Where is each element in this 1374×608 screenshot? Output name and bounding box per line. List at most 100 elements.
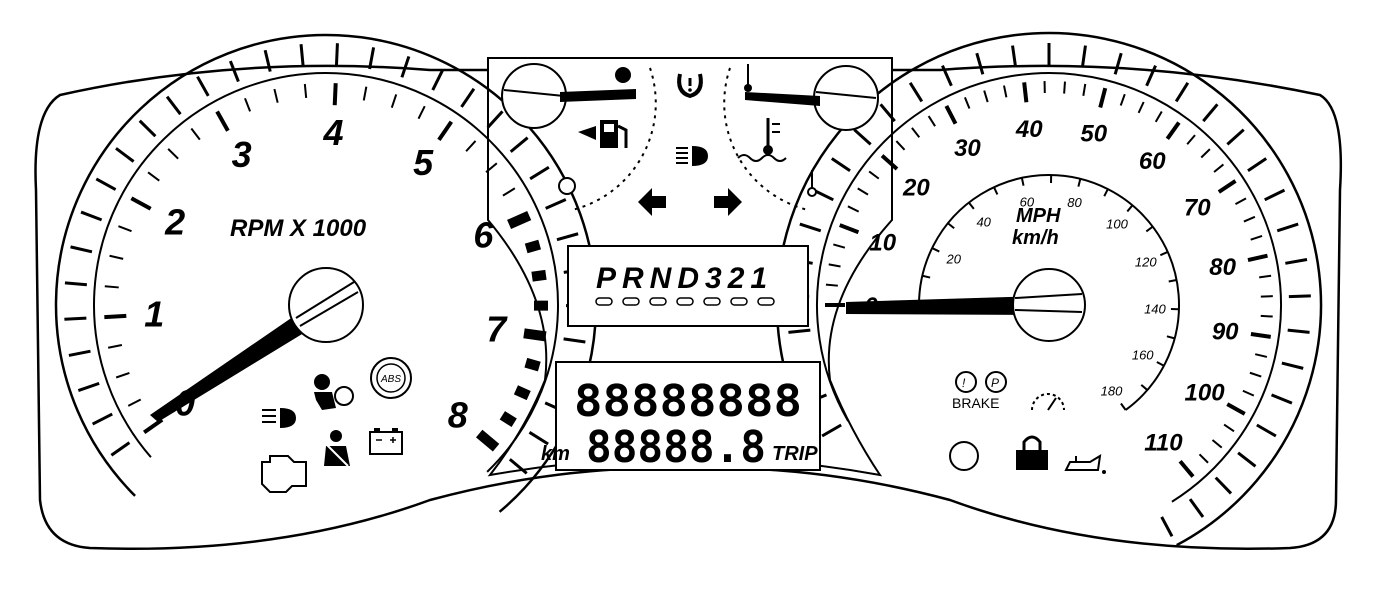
bezel-notch (529, 165, 550, 181)
mph-minor-tick (1063, 81, 1066, 94)
tach-major-tick (332, 83, 338, 106)
temperature-gauge (723, 64, 879, 211)
tach-number: 2 (164, 201, 185, 242)
gear-indicator-dot (757, 297, 775, 306)
fuel-pump-icon (578, 120, 628, 148)
tach-number: 7 (486, 308, 508, 349)
kmh-number: 80 (1067, 195, 1082, 210)
mph-major-tick (1247, 253, 1268, 263)
bezel-notch (853, 128, 872, 146)
bezel-notch (263, 49, 272, 72)
tachometer-dial-ring (93, 72, 559, 473)
bezel-notch (788, 328, 811, 334)
tach-minor-tick (417, 105, 426, 120)
tach-number: 4 (322, 112, 343, 153)
kmh-tick (1159, 251, 1169, 257)
mph-minor-tick (1243, 215, 1256, 223)
gear-indicator-dot (703, 297, 721, 306)
tach-minor-tick (147, 171, 160, 182)
bezel-notch (830, 157, 851, 173)
bezel-notch (941, 65, 953, 87)
mph-number: 20 (902, 174, 930, 201)
redline-segment (524, 357, 541, 372)
bezel-notch (908, 82, 924, 103)
bezel-notch (1270, 393, 1293, 405)
abs-label: ABS (380, 374, 401, 385)
mph-minor-tick (963, 97, 971, 109)
tach-minor-tick (303, 83, 308, 99)
kmh-tick (1166, 335, 1175, 340)
mph-number: 100 (1185, 380, 1226, 407)
bezel-notch (563, 337, 586, 344)
mph-minor-tick (1254, 353, 1268, 358)
tach-minor-tick (190, 127, 201, 141)
bezel-notch (64, 281, 87, 287)
mph-minor-tick (1249, 371, 1262, 378)
trip-digits: 88888.8 (586, 422, 766, 473)
tach-minor-tick (390, 94, 398, 108)
kmh-number: 100 (1106, 217, 1128, 232)
fuel-full-marker (615, 67, 631, 83)
tachometer-bezel (54, 33, 598, 513)
mph-minor-tick (911, 127, 921, 138)
bezel-notch (1080, 45, 1087, 68)
redline-segment (531, 269, 547, 282)
mph-minor-tick (895, 140, 906, 151)
tach-number: 6 (473, 215, 494, 256)
mph-minor-tick (1198, 453, 1209, 464)
mph-number: 30 (954, 135, 981, 162)
mph-major-tick (880, 154, 899, 171)
bezel-notch (196, 75, 210, 97)
kmh-number: 160 (1132, 348, 1154, 363)
brake-label: BRAKE (952, 395, 999, 411)
kmh-tick (1168, 278, 1177, 283)
fog-light-icon (262, 408, 296, 428)
bezel-notch (1256, 423, 1277, 438)
bezel-notch (165, 95, 182, 116)
tire-pressure-icon (677, 73, 703, 99)
bezel-notch (486, 110, 504, 129)
kmh-tick (1140, 384, 1148, 391)
kmh-tick (1126, 204, 1134, 213)
tach-minor-tick (127, 398, 142, 407)
bezel-notch (70, 245, 93, 254)
tachometer-needle (150, 267, 364, 422)
mph-minor-tick (1223, 423, 1235, 433)
fuel-empty-marker (558, 177, 576, 195)
temperature-high-icon (744, 64, 752, 92)
tach-minor-tick (118, 225, 132, 233)
mph-number: 40 (1015, 116, 1043, 143)
mph-major-tick (944, 104, 958, 125)
security-lock-icon (1016, 435, 1048, 470)
oil-pressure-icon (1064, 454, 1106, 474)
mph-minor-tick (1154, 110, 1163, 123)
mph-major-tick (1022, 82, 1029, 103)
mph-number: 50 (1080, 121, 1107, 148)
bezel-notch (545, 198, 567, 210)
tach-major-tick (130, 196, 152, 211)
tach-major-tick (215, 110, 230, 132)
gear-indicator-dot (595, 297, 613, 306)
redline-segment (507, 211, 532, 230)
bezel-notch (1145, 65, 1157, 87)
gear-indicator-dot (622, 297, 640, 306)
speed-unit-kmh: km/h (1012, 227, 1059, 249)
bezel-notch (1281, 361, 1304, 370)
trip-prefix: km (541, 443, 570, 465)
mph-minor-tick (1259, 274, 1272, 279)
bezel-notch (508, 458, 528, 475)
mph-minor-tick (1213, 163, 1225, 173)
tach-number: 0 (175, 383, 195, 424)
abs-icon: ABS (370, 357, 412, 399)
bezel-notch (80, 210, 103, 222)
speedometer-needle (846, 268, 1086, 342)
gear-indicator-dot (676, 297, 694, 306)
kmh-tick (1156, 361, 1165, 367)
bezel-notch (299, 44, 305, 67)
mph-number: 80 (1209, 254, 1236, 281)
tach-minor-tick (485, 162, 498, 173)
redline-segment (513, 385, 531, 401)
mph-number: 70 (1184, 194, 1211, 221)
bezel-notch (77, 381, 100, 392)
mph-minor-tick (857, 187, 869, 196)
